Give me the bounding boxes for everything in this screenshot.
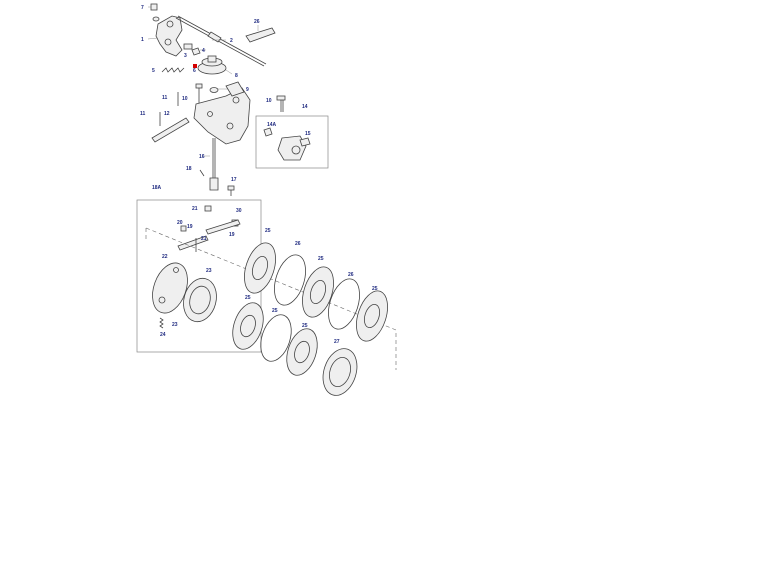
callout-26: 26 — [295, 241, 301, 247]
pin-part-12 — [151, 112, 190, 143]
steel-plate-26 — [328, 278, 360, 330]
friction-disc-25 — [244, 242, 276, 294]
callout-25: 25 — [372, 286, 378, 292]
callout-8: 8 — [235, 73, 238, 79]
callout-11: 11 — [140, 111, 146, 117]
callout-30: 30 — [236, 208, 242, 214]
callout-12: 12 — [164, 111, 170, 117]
cable-part-2 — [175, 15, 267, 67]
callout-14a: 14A — [267, 122, 277, 128]
clip-part-4 — [191, 47, 206, 56]
callout-15: 15 — [305, 131, 311, 137]
callout-21: 21 — [201, 236, 207, 242]
friction-disc-25 — [302, 266, 334, 318]
spring-part-5 — [161, 67, 185, 73]
callout-22: 22 — [162, 254, 168, 260]
callout-25: 25 — [265, 228, 271, 234]
callout-20: 20 — [177, 220, 183, 226]
callout-3: 3 — [184, 53, 187, 59]
callout-labels: 7 26 1 2 3 4 5 6 8 9 10 10 11 11 12 14 1… — [140, 5, 378, 345]
washer-part — [152, 16, 160, 22]
nut-part-7 — [148, 3, 158, 11]
callout-17: 17 — [231, 177, 237, 183]
callout-25: 25 — [272, 308, 278, 314]
friction-disc-25 — [232, 302, 264, 350]
callout-25: 25 — [245, 295, 251, 301]
subassembly-box-18a — [136, 199, 262, 353]
callout-7: 7 — [141, 5, 144, 11]
lever-body-part — [193, 81, 251, 145]
callout-1: 1 — [141, 37, 144, 43]
callout-26: 26 — [348, 272, 354, 278]
callout-11: 11 — [162, 95, 168, 101]
strap-part-26 — [245, 25, 276, 43]
pressure-plate-27 — [322, 348, 358, 396]
bracket-part-1 — [147, 15, 183, 57]
bolt-part-8 — [195, 83, 203, 104]
steel-plate-26 — [260, 314, 292, 362]
callout-23: 23 — [172, 322, 178, 328]
callout-19: 19 — [187, 224, 193, 230]
callout-27: 27 — [334, 339, 340, 345]
rod-part-16 — [202, 138, 219, 191]
upper-assembly — [147, 3, 276, 196]
disc-stack — [145, 227, 397, 396]
pulley-part — [197, 55, 233, 75]
callout-24: 24 — [160, 332, 166, 338]
highlighted-part-6 — [193, 64, 197, 68]
callout-25: 25 — [318, 256, 324, 262]
friction-disc-25 — [286, 328, 318, 376]
callout-14: 14 — [302, 104, 308, 110]
steel-plate-26 — [274, 254, 306, 306]
callout-9: 9 — [246, 87, 249, 93]
callout-19: 19 — [229, 232, 235, 238]
friction-disc-25 — [356, 290, 388, 342]
callout-26: 26 — [254, 19, 260, 25]
callout-18a: 18A — [152, 185, 162, 191]
callout-23: 23 — [206, 268, 212, 274]
bolt-part-17 — [227, 185, 235, 196]
callout-10: 10 — [266, 98, 272, 104]
bolt-part-13 — [276, 95, 286, 112]
callout-2: 2 — [230, 38, 233, 44]
subassembly-box-14 — [255, 115, 329, 169]
callout-4: 4 — [202, 48, 205, 54]
callout-16: 16 — [199, 154, 205, 160]
pin-part-18 — [199, 169, 205, 177]
callout-6: 6 — [193, 68, 196, 74]
callout-21: 21 — [192, 206, 198, 212]
callout-10: 10 — [182, 96, 188, 102]
callout-18: 18 — [186, 166, 192, 172]
bolt-part-3 — [183, 43, 193, 50]
callout-25: 25 — [302, 323, 308, 329]
callout-5: 5 — [152, 68, 155, 74]
